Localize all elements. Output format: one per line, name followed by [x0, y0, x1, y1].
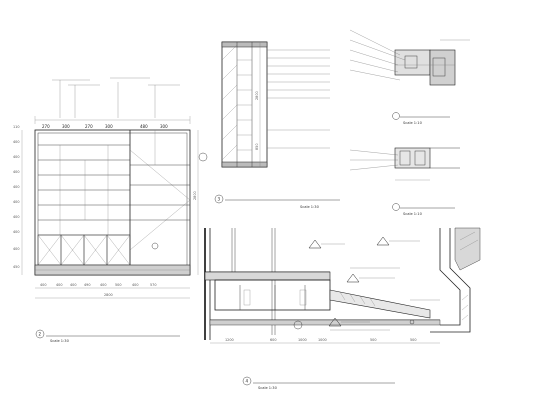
bottom-dim-3: 400 — [70, 283, 76, 287]
top-dim-6: 300 — [160, 124, 168, 129]
left-dim-1: 110 — [13, 125, 19, 129]
room-dim-6: 500 — [410, 338, 416, 342]
top-dim-5: 480 — [140, 124, 148, 129]
section-number: 3 — [218, 197, 221, 202]
left-dim-9: 400 — [13, 247, 19, 251]
detail-b: Scale 1:10 — [349, 147, 460, 216]
bottom-dim-2: 400 — [56, 283, 62, 287]
left-dim-2: 400 — [13, 140, 19, 144]
left-dim-7: 400 — [13, 215, 19, 219]
detail-a: Scale 1:10 — [349, 29, 470, 125]
top-dim-2: 300 — [62, 124, 70, 129]
room-dim-4: 1000 — [318, 338, 327, 342]
room-section: 1200 600 1000 1000 500 500 4 Scale 1:30 — [204, 227, 481, 390]
left-dim-4: 400 — [13, 170, 19, 174]
overall-width: 2800 — [104, 293, 113, 297]
bottom-dim-6: 500 — [115, 283, 121, 287]
section-dim-1: 2800 — [255, 91, 259, 100]
right-dim: 2800 — [193, 191, 197, 200]
left-dim-8: 400 — [13, 230, 19, 234]
room-dim-1: 1200 — [225, 338, 234, 342]
bottom-dim-4: 490 — [84, 283, 90, 287]
bottom-dim-1: 400 — [40, 283, 46, 287]
room-dim-3: 1000 — [298, 338, 307, 342]
top-dim-1: 270 — [42, 124, 50, 129]
bottom-dim-5: 400 — [100, 283, 106, 287]
section-scale: Scale 1:30 — [300, 205, 320, 209]
left-dim-3: 400 — [13, 155, 19, 159]
room-dim-2: 600 — [270, 338, 276, 342]
left-dim-5: 400 — [13, 185, 19, 189]
top-dim-3: 270 — [85, 124, 93, 129]
detail-a-scale: Scale 1:10 — [403, 121, 423, 125]
bottom-dim-8: 570 — [150, 283, 156, 287]
drawing-number: 2 — [39, 332, 42, 337]
section-view: 2800 850 3 Scale 1:30 — [214, 41, 340, 209]
room-section-number: 4 — [246, 379, 249, 384]
left-dim-10: 450 — [13, 265, 19, 269]
drawing-scale: Scale 1:30 — [50, 339, 70, 343]
section-dim-2: 850 — [255, 144, 259, 150]
bottom-dim-7: 400 — [132, 283, 138, 287]
top-dim-4: 300 — [105, 124, 113, 129]
detail-b-scale: Scale 1:10 — [403, 212, 423, 216]
room-dim-5: 500 — [370, 338, 376, 342]
room-section-scale: Scale 1:30 — [258, 386, 278, 390]
left-dim-6: 400 — [13, 200, 19, 204]
bookshelf-elevation: 270 300 270 300 480 300 — [13, 77, 208, 343]
